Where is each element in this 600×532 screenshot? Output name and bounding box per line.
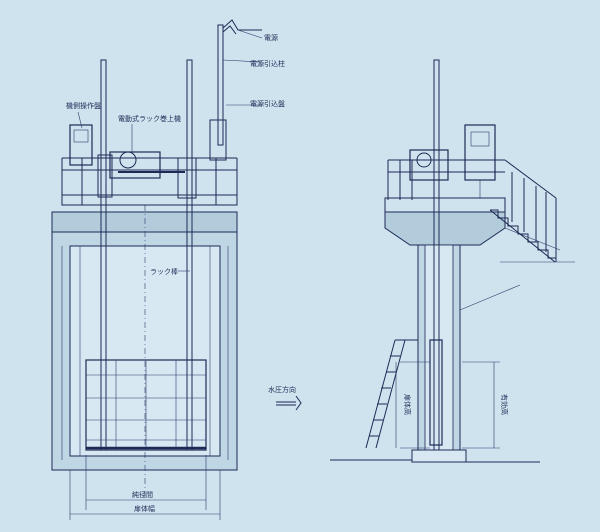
front-dimensions bbox=[69, 455, 221, 520]
side-section: 扉体高 有効高 bbox=[330, 59, 575, 463]
label-gate-height: 扉体高 bbox=[403, 394, 412, 415]
label-local-control-panel: 機側操作盤 bbox=[66, 101, 101, 110]
side-dimensions bbox=[395, 361, 500, 449]
upstream-ladder bbox=[365, 339, 406, 449]
access-stairs bbox=[489, 159, 557, 263]
label-power-inlet-panel: 電源引込盤 bbox=[250, 99, 285, 108]
label-power-inlet-pole: 電源引込柱 bbox=[250, 59, 285, 68]
water-pressure-indicator: 水圧方向 bbox=[268, 385, 302, 411]
power-inlet-panel bbox=[209, 119, 227, 161]
label-electric-rack-hoist: 電動式ラック巻上機 bbox=[118, 114, 181, 123]
label-effective-height: 有効高 bbox=[500, 394, 509, 415]
local-control-panel bbox=[69, 124, 93, 166]
front-deck-slab bbox=[51, 211, 238, 233]
rack-hoist-machine bbox=[109, 151, 161, 179]
front-platform bbox=[61, 194, 238, 206]
label-power-source: 電源 bbox=[264, 33, 278, 42]
label-gate-width: 扉体幅 bbox=[134, 504, 155, 513]
power-inlet-pole bbox=[217, 24, 224, 146]
side-deck-slab bbox=[384, 211, 506, 246]
hoist-motor bbox=[119, 151, 137, 169]
label-rack-bar: ラック棒 bbox=[150, 267, 178, 276]
side-platform bbox=[384, 197, 506, 213]
label-water-pressure-direction: 水圧方向 bbox=[268, 385, 296, 394]
side-gate-leaf bbox=[429, 339, 443, 446]
side-hoist-machine bbox=[409, 149, 449, 181]
front-elevation: 電源 電源引込柱 電源引込盤 機側操作盤 電動式ラック巻上機 ラック棒 純径間 … bbox=[51, 19, 285, 520]
gate-leaf-grid bbox=[86, 360, 206, 450]
front-railing bbox=[61, 157, 238, 205]
label-clear-span: 純径間 bbox=[132, 490, 153, 499]
front-leaders bbox=[77, 29, 263, 272]
